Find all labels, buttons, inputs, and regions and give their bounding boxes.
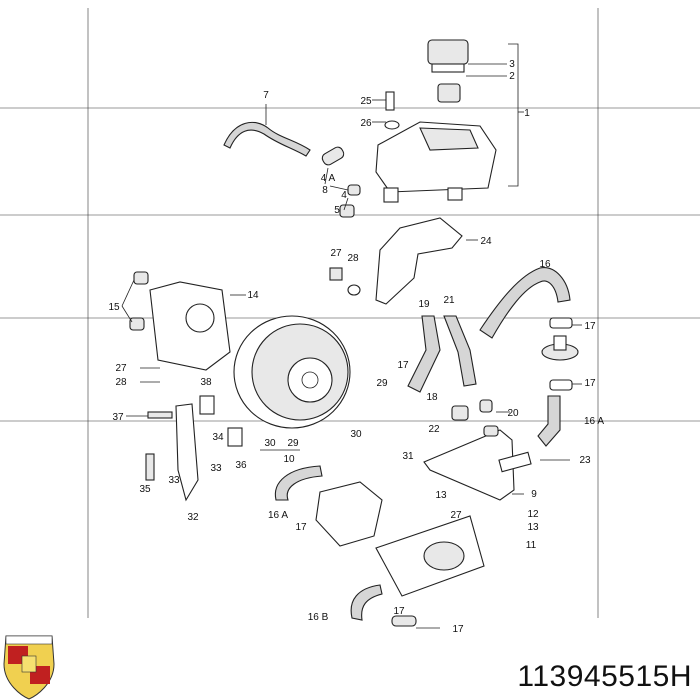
callout-c17c: 17 <box>397 360 409 371</box>
callout-c2: 2 <box>509 71 515 82</box>
callout-c12: 12 <box>527 509 539 520</box>
callout-c27a: 27 <box>330 248 342 259</box>
hose-16b <box>350 584 383 621</box>
callout-c3: 3 <box>509 59 515 70</box>
callout-c30: 30 <box>350 429 362 440</box>
callout-c4a: 4 A <box>321 173 336 184</box>
callout-c28a: 28 <box>347 253 359 264</box>
callout-c13a: 13 <box>435 490 447 501</box>
callout-c22: 22 <box>428 424 440 435</box>
brake-booster-10 <box>233 315 351 429</box>
grommet-4 <box>339 204 355 218</box>
callout-c9: 9 <box>531 489 537 500</box>
callout-c7: 7 <box>263 90 269 101</box>
callout-c17f: 17 <box>452 624 464 635</box>
callout-c16c: 16 A <box>268 510 288 521</box>
callout-c28b: 28 <box>115 377 127 388</box>
linkage-32 <box>145 395 243 502</box>
callout-c26: 26 <box>360 118 372 129</box>
nut-27 <box>329 267 343 281</box>
master-cylinder-9 <box>423 399 532 501</box>
callout-c1: 1 <box>524 108 530 119</box>
callout-c34: 34 <box>212 432 224 443</box>
callout-c18: 18 <box>426 392 438 403</box>
callout-c14: 14 <box>247 290 259 301</box>
brake-fluid-reservoir <box>375 91 497 203</box>
callout-c4: 4 <box>341 190 347 201</box>
callout-c16d: 16 B <box>308 612 329 623</box>
callout-c17e: 17 <box>393 606 405 617</box>
callout-c16a: 16 <box>539 259 551 270</box>
hose-8 <box>321 146 345 166</box>
porsche-crest-logo <box>3 635 55 700</box>
callout-c17d: 17 <box>295 522 307 533</box>
callout-c37: 37 <box>112 412 124 423</box>
hose-16 <box>479 267 571 339</box>
bracket-24 <box>375 217 463 305</box>
callout-c36: 36 <box>235 460 247 471</box>
section-dividers <box>0 8 700 618</box>
callout-c31: 31 <box>402 451 414 462</box>
callout-c27b: 27 <box>115 363 127 374</box>
callout-c33a: 33 <box>210 463 222 474</box>
leader-lines <box>121 99 582 629</box>
callout-c16b: 16 A <box>584 416 604 427</box>
callout-c29: 29 <box>376 378 388 389</box>
callout-c20: 20 <box>507 408 519 419</box>
callout-c30b: 30 <box>264 438 276 449</box>
callout-c17b: 17 <box>584 378 596 389</box>
callout-c27c: 27 <box>450 510 462 521</box>
hose-21 <box>443 315 477 387</box>
callout-c32: 32 <box>187 512 199 523</box>
hose-16a-left <box>274 465 323 501</box>
callout-c25: 25 <box>360 96 372 107</box>
callout-c29b: 29 <box>287 438 299 449</box>
part-number: 113945515H <box>517 660 692 693</box>
hose-7 <box>223 121 311 157</box>
callout-c35: 35 <box>139 484 151 495</box>
reservoir-cap <box>427 39 524 187</box>
callout-c10: 10 <box>283 454 295 465</box>
callout-c33b: 33 <box>168 475 180 486</box>
duct-upper <box>315 481 383 547</box>
callout-c24: 24 <box>480 236 492 247</box>
grommet-4a <box>347 184 361 196</box>
callout-c15: 15 <box>108 302 120 313</box>
callout-c8: 8 <box>322 185 328 196</box>
hose-19 <box>407 315 441 393</box>
callout-c13b: 13 <box>527 522 539 533</box>
callout-c38: 38 <box>200 377 212 388</box>
washer-28 <box>347 284 361 296</box>
callout-c11: 11 <box>526 540 537 551</box>
callout-c23: 23 <box>579 455 591 466</box>
callout-c19: 19 <box>418 299 430 310</box>
callout-c5: 5 <box>334 205 340 216</box>
callout-c17a: 17 <box>584 321 596 332</box>
callout-c21: 21 <box>443 295 455 306</box>
hose-16a-right <box>537 395 561 447</box>
